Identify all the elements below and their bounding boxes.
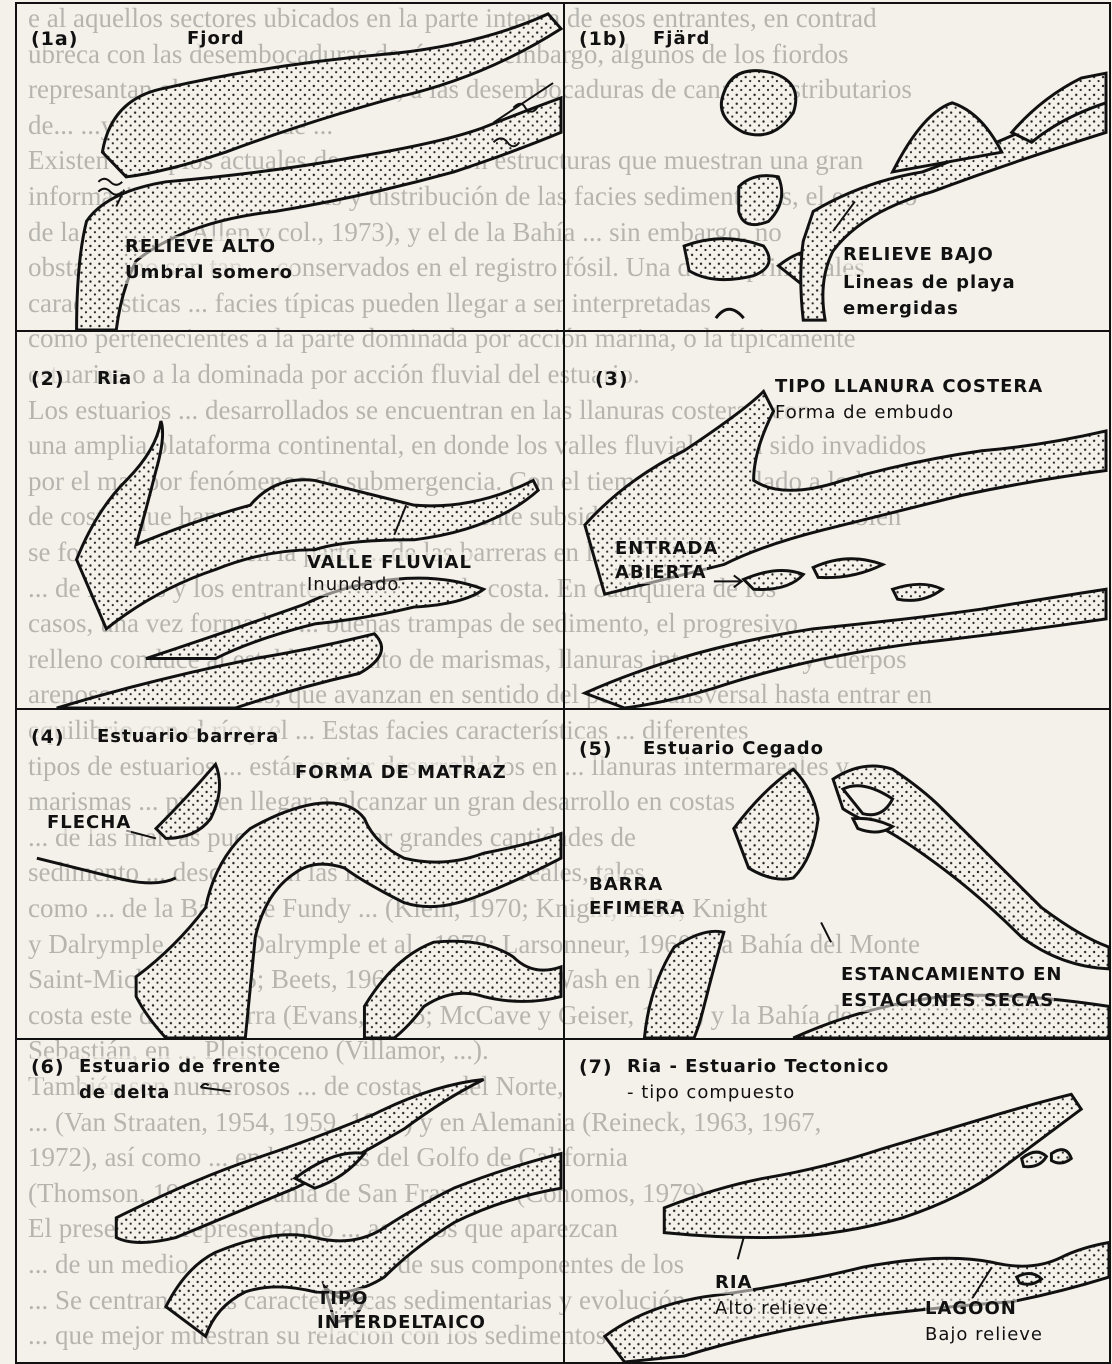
- panel-6-title: Estuario de frente: [79, 1056, 281, 1078]
- panel-5-label-1: BARRA: [589, 874, 663, 896]
- panel-7-label-1: RIA: [715, 1272, 753, 1294]
- panel-1b-fjard: (1b) Fjärd RELIEVE BAJO Lineas de playa …: [563, 2, 1111, 332]
- panel-3-id: (3): [595, 368, 629, 390]
- panel-2-label-1: VALLE FLUVIAL: [307, 552, 472, 574]
- panel-7-label-2: Alto relieve: [715, 1298, 829, 1320]
- panel-6-label-1: TIPO: [317, 1288, 368, 1310]
- panel-3-label-2: Forma de embudo: [775, 402, 954, 424]
- panel-1b-title: Fjärd: [653, 28, 710, 50]
- panel-1a-label-1: RELIEVE ALTO: [125, 236, 276, 258]
- panel-3-label-3: ENTRADA: [615, 538, 718, 560]
- panel-2-label-2: Inundado: [307, 574, 399, 596]
- panel-3-label-4: ABIERTA: [615, 562, 707, 584]
- panel-1b-id: (1b): [579, 28, 627, 50]
- panel-1a-label-2: Umbral somero: [125, 262, 293, 284]
- panel-6-title-2: de delta: [79, 1082, 170, 1104]
- panel-5-blocked-estuary: (5) Estuario Cegado BARRA EFIMERA ESTANC…: [563, 708, 1111, 1040]
- panel-1a-fjord: (1a) Fjord RELIEVE ALTO Umbral somero: [15, 2, 565, 332]
- panel-4-label-2: FLECHA: [47, 812, 131, 834]
- barrier-estuary-sketch: [17, 710, 563, 1038]
- panel-1a-title: Fjord: [187, 28, 245, 50]
- panel-1b-label-2: Lineas de playa: [843, 272, 1016, 294]
- panel-5-label-3: ESTANCAMIENTO EN: [841, 964, 1062, 986]
- panel-3-coastal-plain: (3) TIPO LLANURA COSTERA Forma de embudo…: [563, 330, 1111, 710]
- panel-1b-label-3: emergidas: [843, 298, 959, 320]
- panel-7-tectonic-estuary: (7) Ria - Estuario Tectonico - tipo comp…: [563, 1038, 1111, 1364]
- panel-7-title-2: - tipo compuesto: [627, 1082, 795, 1104]
- panel-4-label-1: FORMA DE MATRAZ: [295, 762, 507, 784]
- panel-6-id: (6): [31, 1056, 65, 1078]
- panel-5-title: Estuario Cegado: [643, 738, 824, 760]
- panel-6-delta-front-estuary: (6) Estuario de frente de delta TIPO INT…: [15, 1038, 565, 1364]
- panel-1b-label-1: RELIEVE BAJO: [843, 244, 994, 266]
- panel-6-label-2: INTERDELTAICO: [317, 1312, 486, 1334]
- fjard-sketch: [565, 4, 1109, 330]
- estuary-types-figure: (1a) Fjord RELIEVE ALTO Umbral somero (1…: [15, 2, 1111, 1364]
- panel-7-label-4: Bajo relieve: [925, 1324, 1043, 1346]
- panel-5-label-2: EFIMERA: [589, 898, 685, 920]
- panel-5-label-4: ESTACIONES SECAS: [841, 990, 1054, 1012]
- panel-2-title: Ria: [97, 368, 132, 390]
- panel-2-id: (2): [31, 368, 65, 390]
- panel-7-title: Ria - Estuario Tectonico: [627, 1056, 889, 1078]
- panel-7-id: (7): [579, 1056, 613, 1078]
- panel-5-id: (5): [579, 738, 613, 760]
- panel-2-ria: (2) Ria VALLE FLUVIAL Inundado: [15, 330, 565, 710]
- panel-3-label-1: TIPO LLANURA COSTERA: [775, 376, 1043, 398]
- panel-4-barrier-estuary: (4) Estuario barrera FORMA DE MATRAZ FLE…: [15, 708, 565, 1040]
- panel-4-id: (4): [31, 726, 65, 748]
- panel-1a-id: (1a): [31, 28, 78, 50]
- panel-4-title: Estuario barrera: [97, 726, 279, 748]
- panel-7-label-3: LAGOON: [925, 1298, 1017, 1320]
